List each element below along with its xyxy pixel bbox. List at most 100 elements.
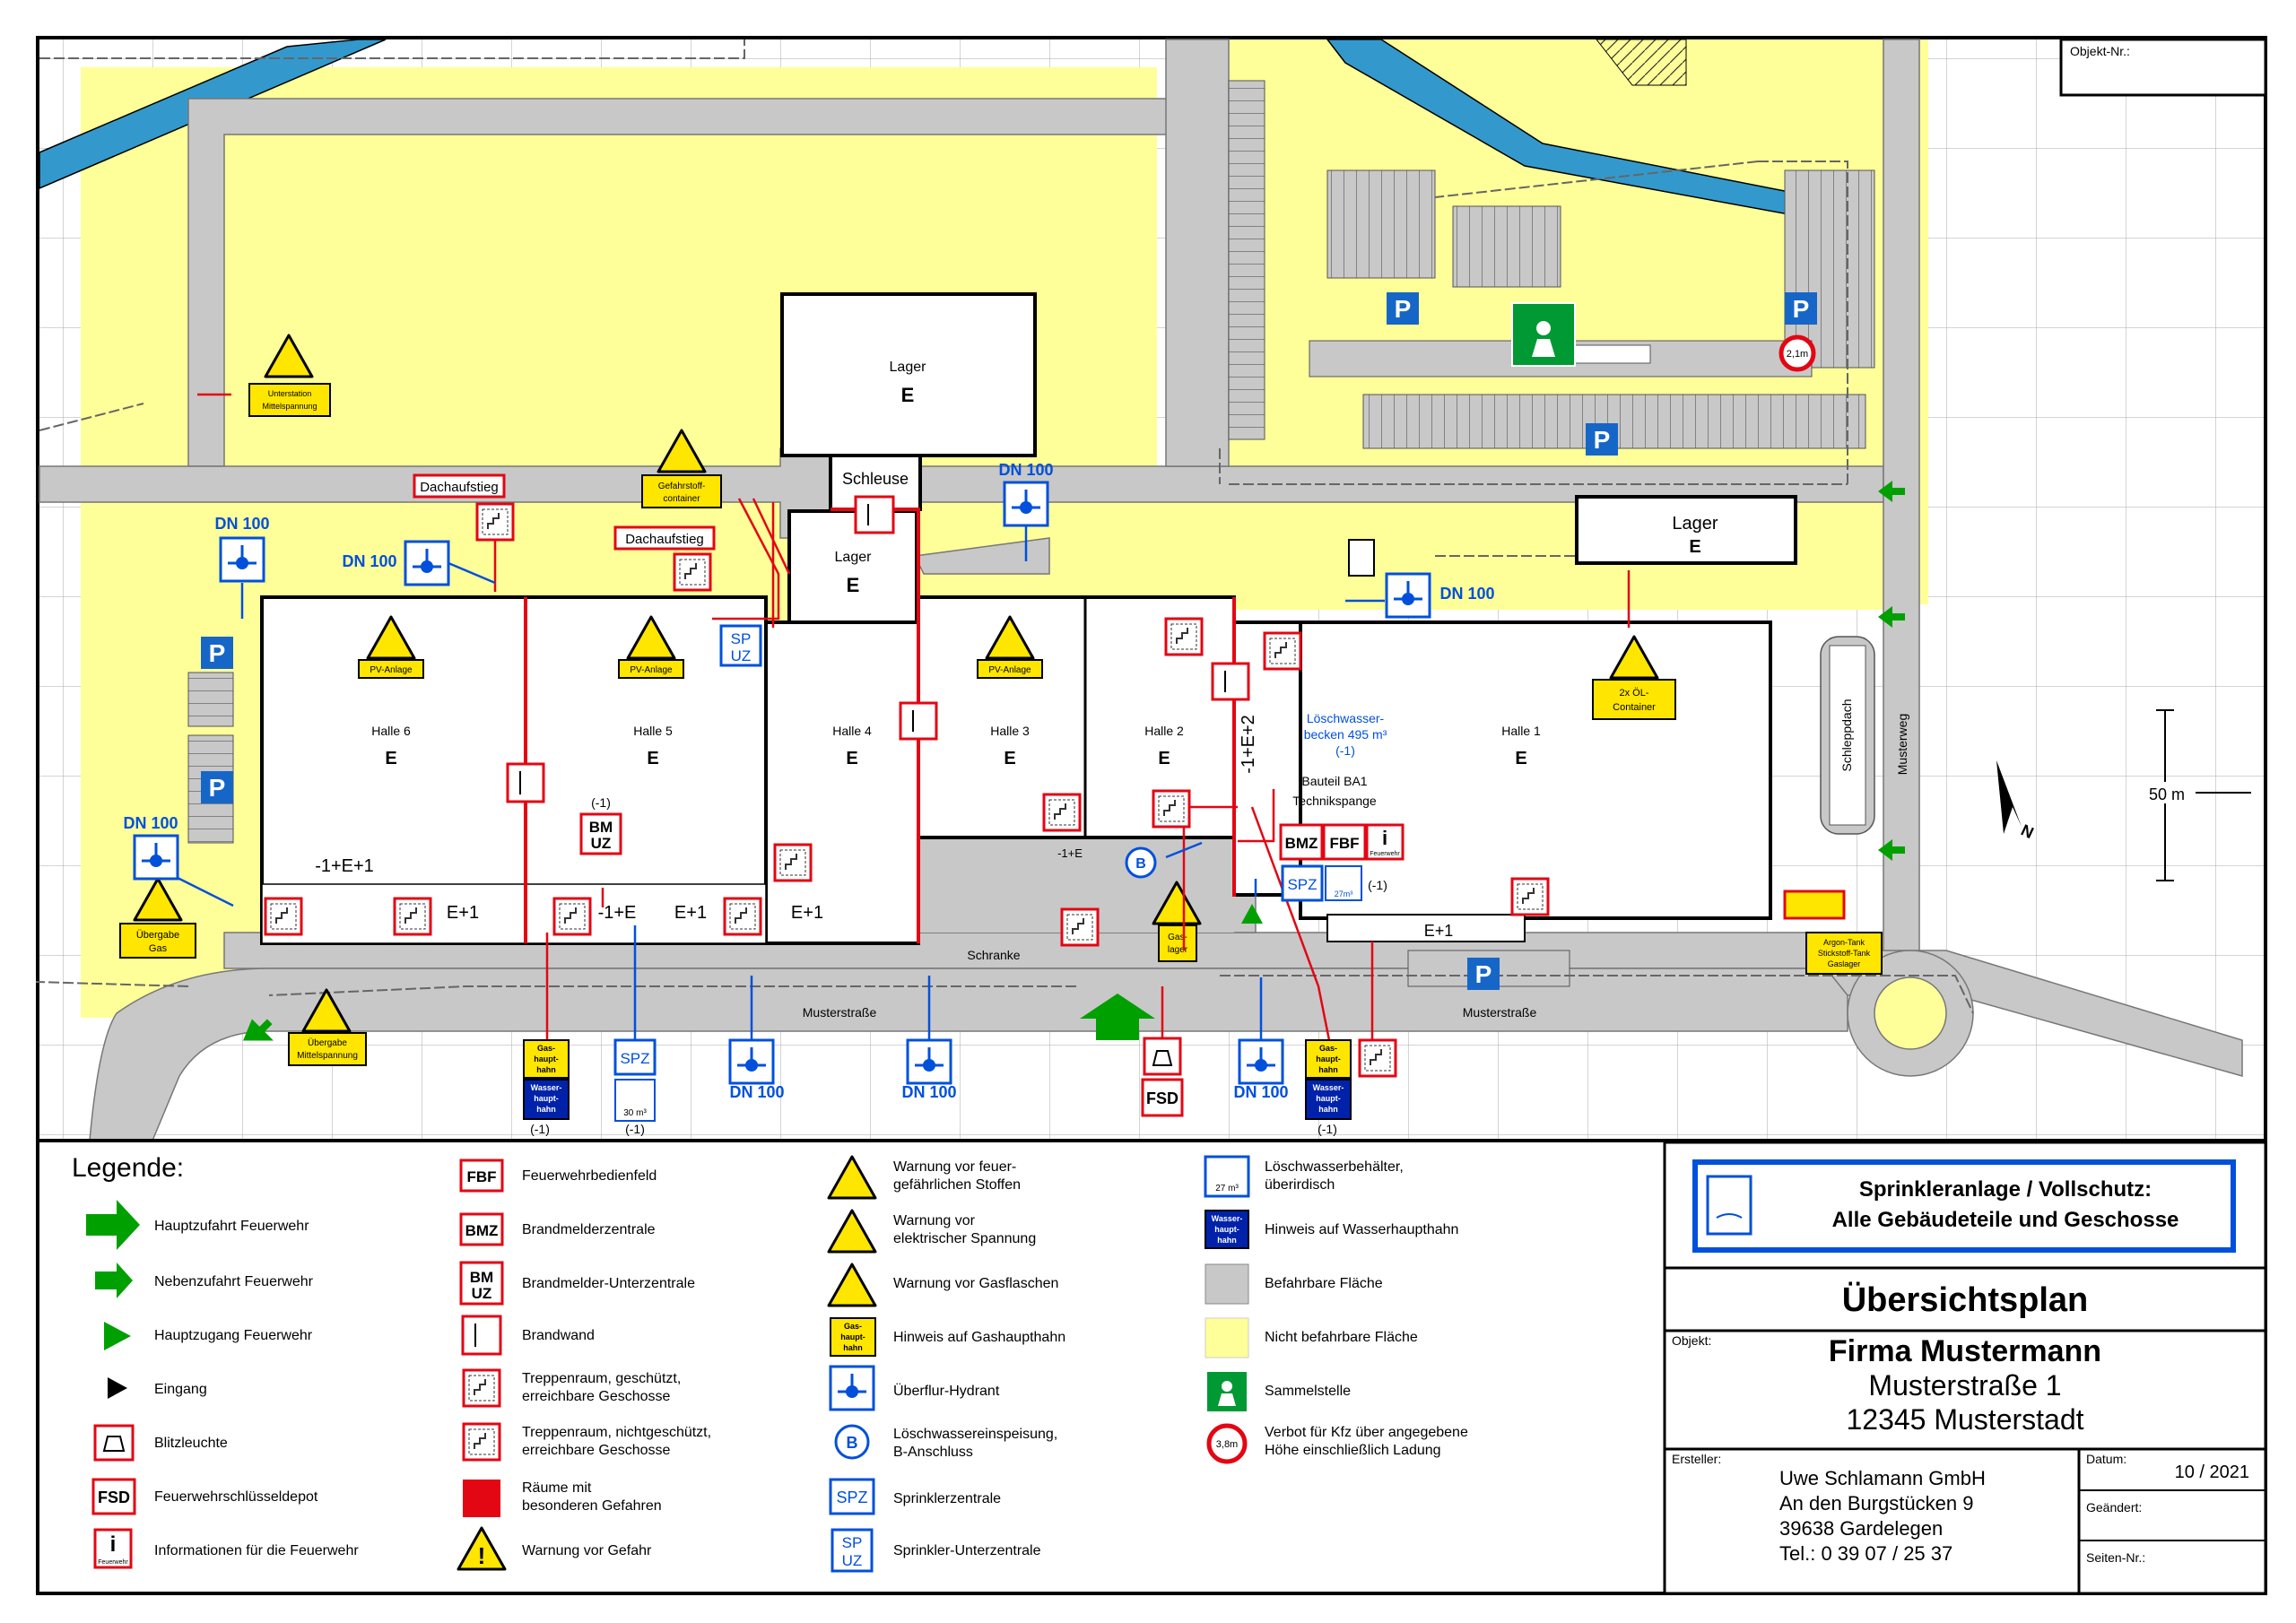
legend-item: erreichbare Geschosse (522, 1389, 671, 1404)
svg-text:UZ: UZ (731, 647, 752, 664)
svg-text:lager: lager (1168, 945, 1188, 955)
legend-item: Warnung vor Gasflaschen (893, 1276, 1058, 1291)
hydrant-dn100-6: DN 100 (728, 1038, 785, 1101)
svg-text:Wasser-: Wasser- (531, 1083, 562, 1092)
schranke-label: Schranke (967, 948, 1020, 962)
svg-text:Container: Container (1613, 702, 1656, 713)
legend-symbol-nicht-befahrbar (1205, 1317, 1249, 1358)
map-area: Lager E Schleuse Lager E Lager E Halle 6… (35, 39, 2264, 1141)
legend-item: Hinweis auf Wasserhaupthahn (1265, 1222, 1458, 1237)
legend-symbol-brandwand (461, 1315, 502, 1356)
height-restriction-sign: 2,1m (1779, 334, 1816, 372)
svg-text:Seiten-Nr.:: Seiten-Nr.: (2086, 1550, 2145, 1565)
svg-text:DN 100: DN 100 (1233, 1083, 1288, 1101)
svg-text:Gas-: Gas- (537, 1044, 555, 1053)
legend-symbol-wasserhahn: Wasser-haupt-hahn (1205, 1210, 1249, 1249)
plan-title: Übersichtsplan (1842, 1280, 2089, 1319)
legend-symbol-gashahn: Gas-haupt-hahn (830, 1317, 876, 1357)
svg-text:UZ: UZ (472, 1285, 492, 1302)
svg-text:hahn: hahn (536, 1065, 556, 1074)
svg-text:SPZ: SPZ (620, 1050, 649, 1067)
legend-item: besonderen Gefahren (522, 1498, 662, 1514)
warning-uebergabe-ms: Übergabe Mittelspannung (288, 988, 367, 1066)
hydrant-dn100-8: DN 100 (1233, 1038, 1289, 1101)
svg-text:container: container (663, 494, 700, 504)
svg-text:haupt-: haupt- (1316, 1094, 1341, 1103)
svg-text:(-1): (-1) (530, 1122, 550, 1136)
legend-symbol-bmz: BMZ (459, 1212, 504, 1246)
levels-e1-c: E+1 (791, 903, 823, 923)
svg-text:Übergabe: Übergabe (136, 930, 179, 941)
levels-e1-a: E+1 (447, 903, 479, 923)
lager-top-label: Lager (890, 360, 927, 375)
legend-item: Räume mit (522, 1480, 592, 1496)
warning-pv-6: PV-Anlage (358, 615, 424, 679)
halle-5-level: E (647, 749, 658, 768)
legend-symbol-warnung-gefahr: ! (457, 1526, 507, 1571)
objekt-street: Musterstraße 1 (1868, 1369, 2061, 1402)
vertical-levels-label: -1+E+2 (1239, 715, 1258, 774)
legend-item: B-Anschluss (893, 1445, 973, 1460)
argon-tank-sign: Argon-Tank Stickstoff-Tank Gaslager (1783, 890, 1883, 975)
legend-item: Verbot für Kfz über angegebene (1265, 1425, 1468, 1440)
legend-item: Hauptzufahrt Feuerwehr (154, 1219, 309, 1234)
svg-text:B: B (847, 1434, 858, 1452)
svg-text:Wasser-: Wasser- (1212, 1214, 1243, 1223)
legend-item: Sprinkler-Unterzentrale (893, 1543, 1041, 1558)
loeschwasser-line3: (-1) (1335, 743, 1355, 758)
hydrant-dn100-1: DN 100 (214, 515, 270, 583)
brandwand-markers (506, 495, 1250, 803)
svg-text:(-1): (-1) (625, 1122, 645, 1136)
legend-item: Brandmelder-Unterzentrale (522, 1276, 695, 1291)
svg-text:i: i (110, 1532, 117, 1557)
halle-6-label: Halle 6 (371, 724, 411, 738)
legend-item: Hauptzugang Feuerwehr (154, 1328, 313, 1343)
ersteller-line: An den Burgstücken 9 (1779, 1492, 1973, 1515)
svg-text:Ersteller:: Ersteller: (1672, 1452, 1721, 1466)
levels-m1e1: -1+E+1 (315, 856, 374, 876)
svg-text:Dachaufstieg: Dachaufstieg (625, 532, 704, 547)
hydrant-dn100-2: DN 100 (342, 540, 450, 586)
legend-symbol-treppe-nichtgeschuetzt (462, 1422, 501, 1462)
levels-e1-d: E+1 (1424, 922, 1454, 940)
legend-item: Feuerwehrschlüsseldepot (154, 1489, 318, 1505)
svg-text:Gas-: Gas- (844, 1322, 862, 1331)
lager-mid-label: Lager (835, 550, 873, 565)
warning-unterstation: Unterstation Mittelspannung (248, 334, 331, 417)
svg-text:Objekt-Nr.:: Objekt-Nr.: (2070, 44, 2130, 58)
access-arrows (243, 481, 1905, 1041)
ersteller-line: Tel.: 0 39 07 / 25 37 (1779, 1542, 1952, 1565)
svg-text:30 m³: 30 m³ (623, 1108, 647, 1118)
legend-symbol-hauptzugang (104, 1322, 131, 1350)
legend-item: überirdisch (1265, 1177, 1335, 1193)
legend-item: Treppenraum, geschützt, (522, 1371, 681, 1386)
hydrant-dn100-7: DN 100 (901, 1038, 957, 1101)
halle-5-label: Halle 5 (633, 724, 673, 738)
b-anschluss: B (1125, 846, 1157, 879)
gas-wasser-hahn-1: Gas- haupt- hahn Wasser- haupt- hahn (-1… (523, 1039, 570, 1136)
svg-text:(-1): (-1) (1368, 878, 1387, 892)
svg-text:Unterstation: Unterstation (268, 389, 312, 398)
svg-text:27 m³: 27 m³ (1215, 1184, 1239, 1193)
svg-text:!: ! (478, 1542, 486, 1569)
halle-1 (1299, 621, 1772, 920)
svg-text:FSD: FSD (1146, 1089, 1178, 1107)
svg-text:SP: SP (731, 630, 752, 647)
legend-symbol-b-anschluss: B (834, 1424, 870, 1460)
svg-text:hahn: hahn (843, 1343, 863, 1352)
warning-pv-5: PV-Anlage (618, 615, 684, 679)
fence (35, 39, 1974, 1014)
legend-symbol-besondere-gefahren (463, 1480, 500, 1517)
svg-text:SP: SP (842, 1534, 863, 1551)
musterstrasse-label-1: Musterstraße (803, 1005, 877, 1020)
halle-6-level: E (385, 749, 396, 768)
gas-wasser-hahn-2: Gas- haupt- hahn Wasser- haupt- hahn (-1… (1305, 1039, 1352, 1136)
legend-symbol-blitzleuchte (93, 1424, 135, 1462)
legend-item: gefährlichen Stoffen (893, 1177, 1021, 1193)
legend-item: Informationen für die Feuerwehr (154, 1543, 359, 1558)
legend-item: Sprinklerzentrale (893, 1491, 1001, 1506)
svg-text:Gefahrstoff-: Gefahrstoff- (658, 482, 706, 491)
lager-mid (787, 509, 918, 624)
